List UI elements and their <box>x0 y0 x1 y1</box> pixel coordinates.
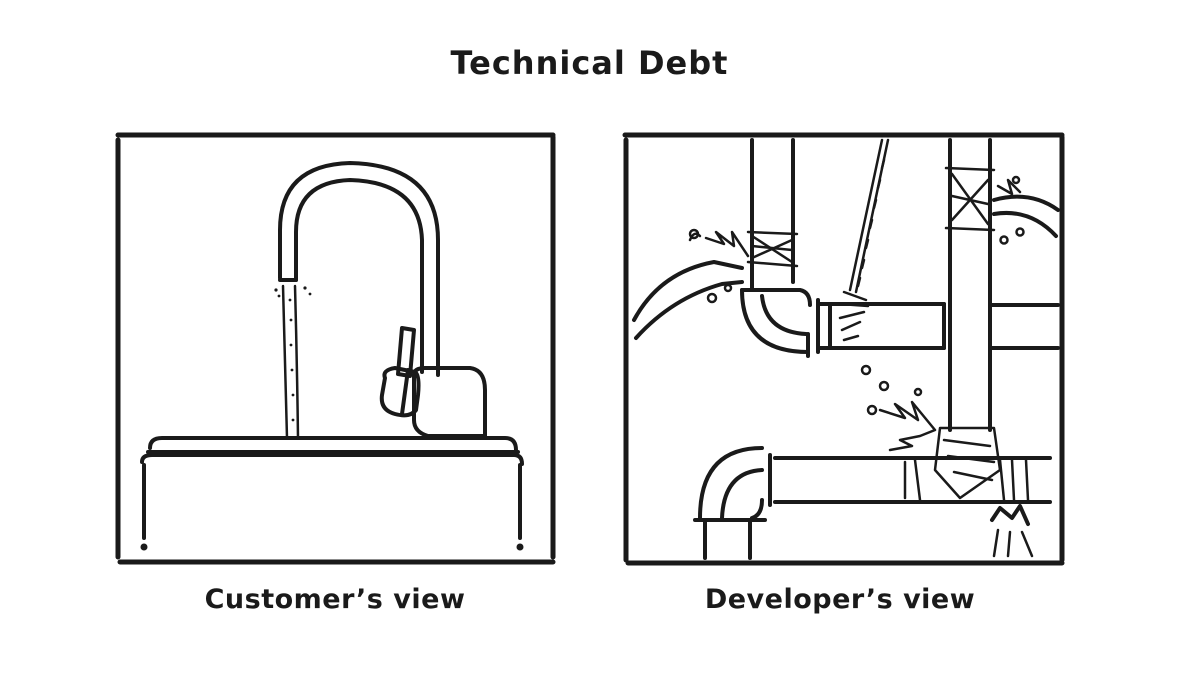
right-panel-frame <box>622 132 1065 566</box>
customer-view-caption: Customer’s view <box>204 584 466 615</box>
water-leaks <box>632 175 1060 558</box>
left-panel-frame <box>115 132 556 565</box>
vertical-pipe-left <box>746 138 799 292</box>
bottom-pipe <box>693 426 1052 560</box>
customer-view-panel <box>115 132 556 565</box>
sink-counter <box>140 436 524 551</box>
rope <box>838 138 890 342</box>
developer-view-panel <box>622 132 1065 566</box>
faucet-icon <box>278 161 487 438</box>
page-title: Technical Debt <box>450 44 729 82</box>
water-stream <box>274 284 312 440</box>
developer-view-caption: Developer’s view <box>704 584 976 615</box>
elbow-pipe <box>740 288 946 358</box>
vertical-pipe-right <box>942 138 1060 432</box>
